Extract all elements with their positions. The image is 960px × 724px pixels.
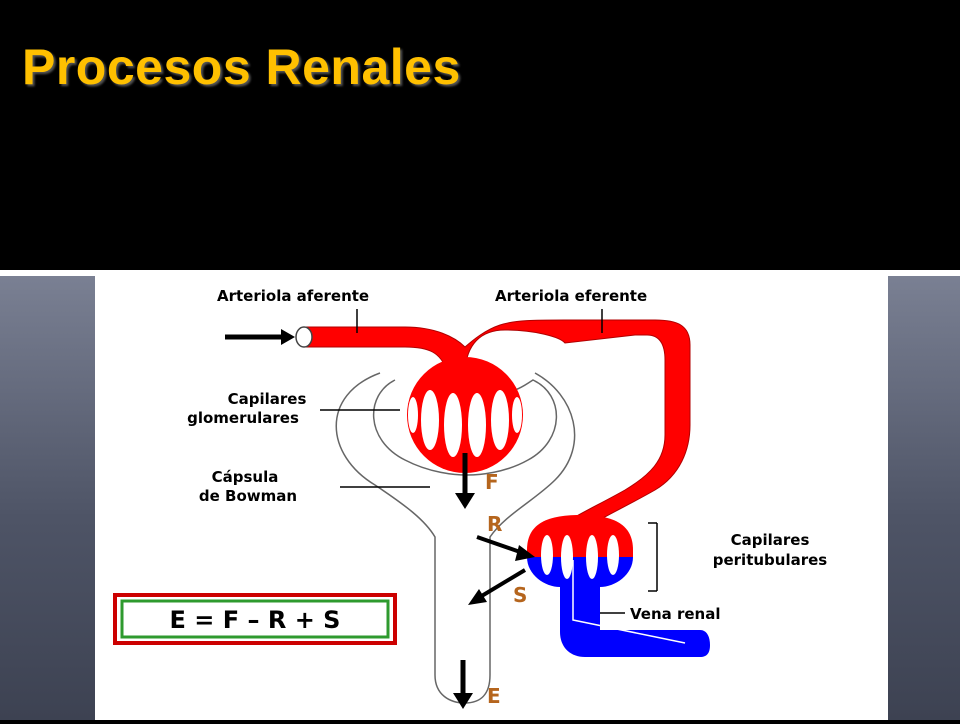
label-arteriola-aferente: Arteriola aferente <box>217 287 369 305</box>
arterial-vessels <box>295 319 691 557</box>
flow-arrows <box>225 329 535 709</box>
peritubular-gaps <box>541 535 619 579</box>
label-leaders <box>320 309 658 614</box>
label-capilares-glomerulares-1: Capilares <box>228 390 307 408</box>
label-capsula-2: de Bowman <box>199 487 297 505</box>
nephron-diagram: Arteriola aferente Arteriola eferente Ca… <box>95 275 888 720</box>
letter-e: E <box>487 684 501 708</box>
slide-title: Procesos Renales <box>22 39 461 95</box>
venous-vessels <box>527 557 710 657</box>
letter-s: S <box>513 583 527 607</box>
letter-r: R <box>487 512 502 536</box>
label-capsula-1: Cápsula <box>212 468 279 486</box>
label-vena-renal: Vena renal <box>630 605 721 623</box>
label-arteriola-eferente: Arteriola eferente <box>495 287 647 305</box>
label-capilares-peritubulares-1: Capilares <box>731 531 810 549</box>
label-capilares-peritubulares-2: peritubulares <box>713 551 828 569</box>
equation-text: E = F – R + S <box>170 606 341 634</box>
letter-f: F <box>485 470 499 494</box>
label-capilares-glomerulares-2: glomerulares <box>187 409 299 427</box>
equation-box: E = F – R + S <box>113 593 397 645</box>
